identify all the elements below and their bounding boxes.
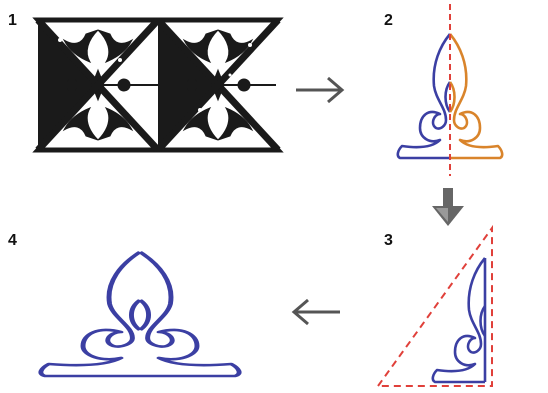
split-ornament <box>398 4 502 176</box>
arrow-down-icon <box>432 188 464 226</box>
quarter-ornament <box>378 228 492 386</box>
ornament-right-half <box>450 34 502 158</box>
ornament-right-half <box>140 252 239 376</box>
arrow-right-icon <box>296 78 342 102</box>
ornament-pattern-photo <box>38 20 278 150</box>
ornament-left-half <box>41 252 140 376</box>
final-ornament <box>41 252 239 376</box>
ornament-left-half <box>433 258 485 382</box>
arrow-left-icon <box>294 300 340 324</box>
ornament-left-half <box>398 34 450 158</box>
bounding-triangle <box>378 228 492 386</box>
